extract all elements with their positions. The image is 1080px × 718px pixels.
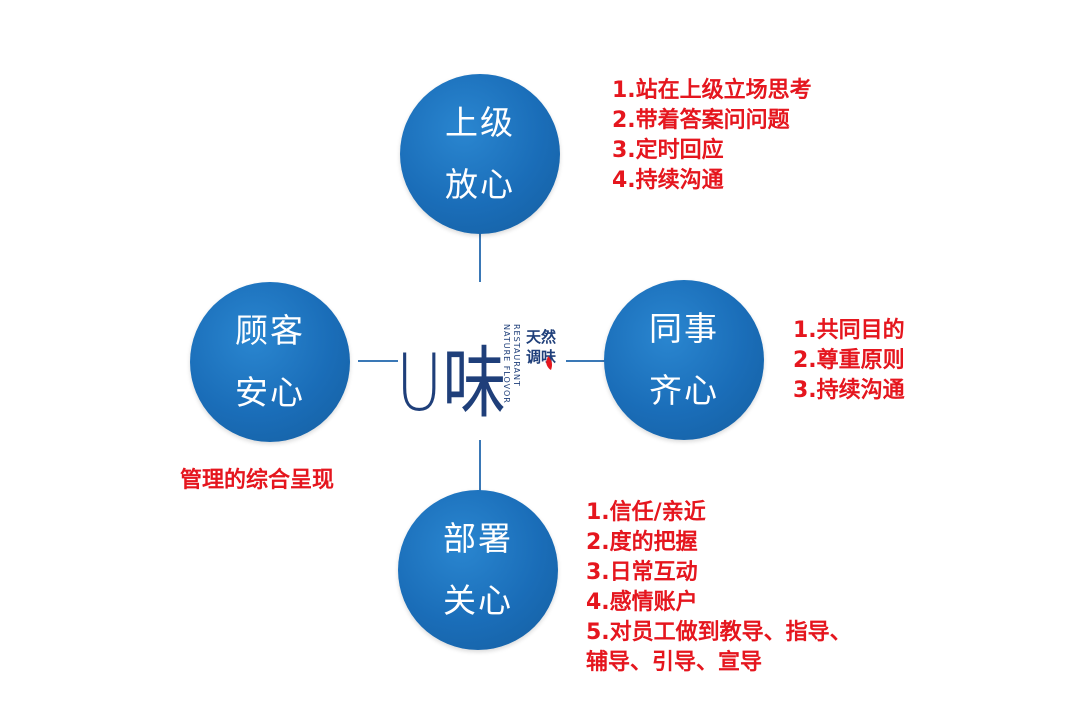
- list-item: 3.日常互动: [586, 560, 698, 585]
- node-top-line1: 上级: [445, 103, 515, 142]
- list-item: 辅导、引导、宣导: [586, 650, 763, 675]
- logo-chili-icon: [546, 356, 552, 370]
- connector-left: [358, 360, 398, 362]
- logo-tagline-en-1: RESTAURANT: [512, 324, 521, 387]
- node-top-line2: 放心: [445, 165, 515, 204]
- logo-tagline-cn-1: 天然: [526, 328, 556, 346]
- logo-tagline-en-2: NATURE FLOVOR: [502, 324, 511, 404]
- list-item: 2.尊重原则: [793, 348, 905, 373]
- node-left-line1: 顾客: [235, 311, 305, 350]
- node-bottom-line2: 关心: [443, 581, 513, 620]
- node-right-line1: 同事: [649, 309, 719, 348]
- list-item: 2.度的把握: [586, 530, 698, 555]
- node-left-line2: 安心: [235, 373, 305, 412]
- node-right-circle: 同事 齐心: [604, 280, 764, 440]
- connector-right: [566, 360, 606, 362]
- list-item: 1.站在上级立场思考: [612, 78, 812, 103]
- list-item: 1.共同目的: [793, 318, 905, 343]
- list-item: 4.持续沟通: [612, 168, 724, 193]
- list-item: 3.持续沟通: [793, 378, 905, 403]
- node-left-points: 管理的综合呈现: [180, 466, 334, 496]
- node-left-circle: 顾客 安心: [190, 282, 350, 442]
- list-item: 管理的综合呈现: [180, 468, 335, 493]
- node-right-points: 1.共同目的 2.尊重原则 3.持续沟通: [793, 316, 905, 406]
- list-item: 2.带着答案问问题: [612, 108, 790, 133]
- list-item: 4.感情账户: [586, 590, 698, 615]
- node-bottom-line1: 部署: [443, 519, 513, 558]
- node-bottom-circle: 部署 关心: [398, 490, 558, 650]
- center-logo: U味 RESTAURANT NATURE FLOVOR 天然 调味: [396, 324, 556, 428]
- node-top-points: 1.站在上级立场思考 2.带着答案问问题 3.定时回应 4.持续沟通: [612, 76, 812, 196]
- list-item: 3.定时回应: [612, 138, 724, 163]
- node-bottom-points: 1.信任/亲近 2.度的把握 3.日常互动 4.感情账户 5.对员工做到教导、指…: [586, 498, 852, 678]
- node-top-circle: 上级 放心: [400, 74, 560, 234]
- node-right-line2: 齐心: [649, 371, 719, 410]
- logo-mark: U味: [396, 339, 506, 428]
- list-item: 1.信任/亲近: [586, 500, 706, 525]
- connector-top: [479, 232, 481, 282]
- connector-bottom: [479, 440, 481, 500]
- list-item: 5.对员工做到教导、指导、: [586, 620, 852, 645]
